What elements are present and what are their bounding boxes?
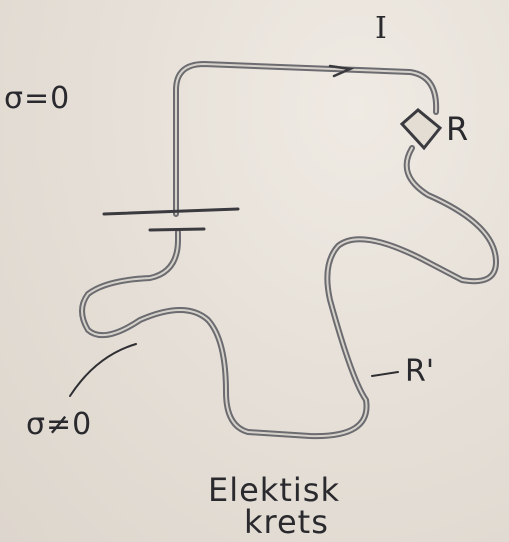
- sigma-nonzero-label: σ≠0: [26, 407, 93, 442]
- pointer-line-sigma: [69, 343, 137, 397]
- battery-short-plate: [148, 227, 206, 232]
- wire-resistance-label: R': [405, 354, 435, 389]
- pointer-line-rprime: [371, 371, 399, 377]
- wire-loop: [79, 145, 499, 440]
- caption-line-1: Elektisk: [208, 471, 340, 509]
- caption-line-2: krets: [244, 503, 329, 541]
- battery-long-plate: [102, 207, 240, 216]
- current-arrow-icon: [328, 64, 355, 78]
- resistor-box: [399, 108, 443, 151]
- battery: [102, 207, 240, 232]
- wire-top: [173, 61, 440, 217]
- resistor-label: R: [446, 110, 469, 148]
- sigma-zero-label: σ=0: [4, 81, 71, 116]
- current-label: I: [375, 11, 387, 46]
- wire-inner: [81, 63, 497, 438]
